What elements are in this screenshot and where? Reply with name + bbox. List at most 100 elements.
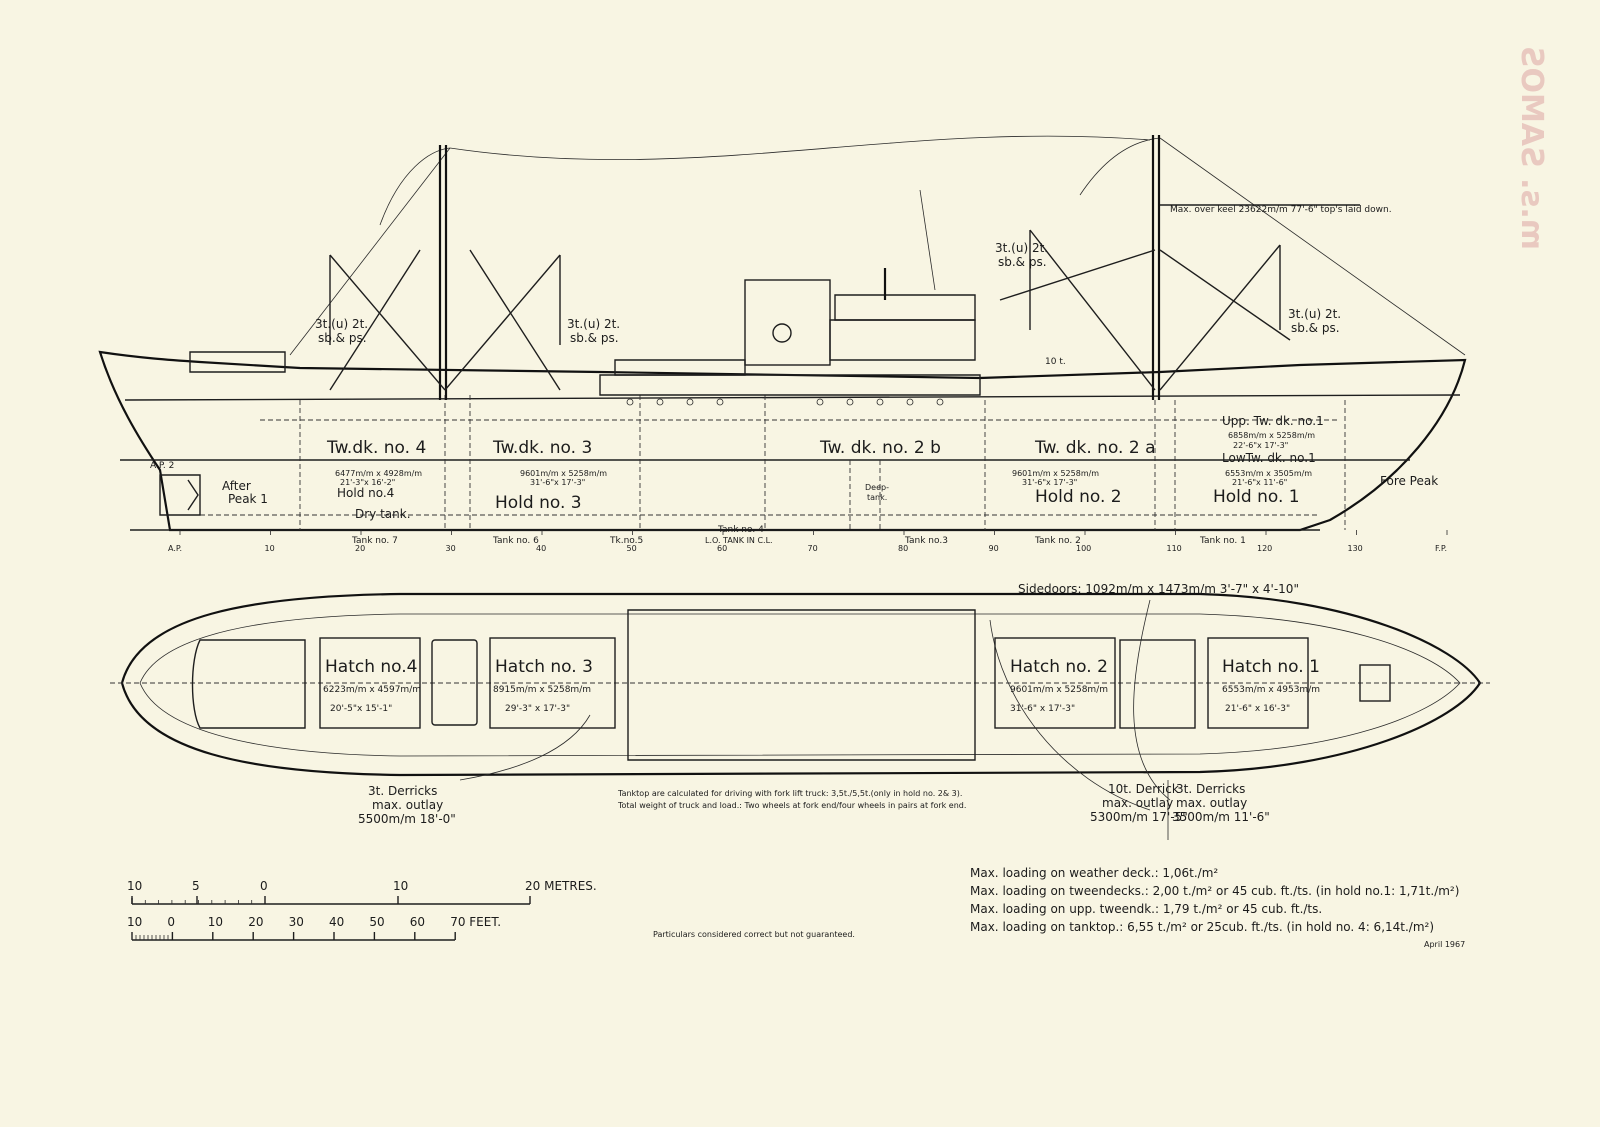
backstay xyxy=(289,147,451,356)
derrick-sub: sb.& ps. xyxy=(570,331,619,345)
sidedoors-note: Sidedoors: 1092m/m x 1473m/m 3'-7" x 4'-… xyxy=(1018,582,1299,596)
derrick-swing-arc xyxy=(1079,137,1161,196)
hold-2-dims-imp: 31'-6"x 17'-3" xyxy=(1022,478,1077,487)
frame-number: 130 xyxy=(1348,544,1363,553)
windlass xyxy=(1359,664,1391,702)
frame-number: 20 xyxy=(355,544,365,553)
scale-label: 5 xyxy=(192,879,200,893)
loading-tanktop: Max. loading on tanktop.: 6,55 t./m² or … xyxy=(970,920,1434,934)
derrick-note-line: 3t. Derricks xyxy=(1176,782,1245,796)
hold-3-dims-imp: 31'-6"x 17'-3" xyxy=(530,478,585,487)
upper-tweendeck-1-dims-imp: 22'-6"x 17'-3" xyxy=(1233,441,1288,450)
frame-number: A.P. xyxy=(168,544,182,553)
hold-2-dims: 9601m/m x 5258m/m xyxy=(1012,469,1099,478)
hatch-4: Hatch no.4 xyxy=(325,657,418,677)
derrick-note-line: 5500m/m 18'-0" xyxy=(358,812,456,826)
derrick-sub: sb.& ps. xyxy=(998,255,1047,269)
loading-upper-tweendeck: Max. loading on upp. tweendk.: 1,79 t./m… xyxy=(970,902,1322,916)
derrick-note-line: 3500m/m 11'-6" xyxy=(1172,810,1270,824)
derrick-label: 3t.(u) 2t. xyxy=(995,241,1048,255)
hatch-1-dims: 6553m/m x 4953m/m xyxy=(1222,685,1320,695)
derrick-arc xyxy=(459,714,591,781)
aerial xyxy=(919,189,936,291)
hatch-1: Hatch no. 1 xyxy=(1222,657,1320,677)
hatch-3-dims: 8915m/m x 5258m/m xyxy=(493,685,591,695)
portholes xyxy=(626,398,944,406)
frame-number: F.P. xyxy=(1435,544,1447,553)
fore-mast xyxy=(1151,135,1161,400)
hatch-4-dims: 6223m/m x 4597m/m xyxy=(323,685,421,695)
derricks xyxy=(329,229,1291,391)
derrick-sub: sb.& ps. xyxy=(1291,321,1340,335)
derrick-label: 3t.(u) 2t. xyxy=(1288,307,1341,321)
frame-number: 30 xyxy=(446,544,456,553)
hatch-2: Hatch no. 2 xyxy=(1010,657,1108,677)
hatch-4-imp: 20'-5"x 15'-1" xyxy=(330,704,392,714)
watermark: m.s. SAMOS xyxy=(1514,46,1549,250)
hull-outline xyxy=(98,350,1467,532)
lo-tank: L.O. TANK IN C.L. xyxy=(705,536,773,545)
midship-house xyxy=(599,374,981,396)
forestay xyxy=(1159,137,1466,356)
rudder xyxy=(159,474,201,516)
hold-3: Hold no. 3 xyxy=(495,493,582,513)
after-peak: After xyxy=(222,479,251,493)
frame-number: 10 xyxy=(265,544,275,553)
hold-2: Hold no. 2 xyxy=(1035,487,1122,507)
lifeboat xyxy=(614,359,746,376)
tank-1: Tank no. 1 xyxy=(1199,536,1246,546)
wheelhouse xyxy=(834,294,976,321)
scale-label: 70 FEET. xyxy=(450,915,501,929)
deep-tank: Deep- xyxy=(865,483,889,492)
frame-number: 110 xyxy=(1167,544,1182,553)
derrick-label: 3t.(u) 2t. xyxy=(315,317,368,331)
scale-label: 20 xyxy=(248,915,263,929)
tweendeck-2a: Tw. dk. no. 2 a xyxy=(1034,438,1156,458)
fore-peak: Fore Peak xyxy=(1380,474,1438,488)
frame-number: 100 xyxy=(1076,544,1091,553)
after-peak-sub: Peak 1 xyxy=(228,492,268,506)
frame-number: 70 xyxy=(808,544,818,553)
derrick-note-line: max. outlay xyxy=(1102,796,1173,810)
funnel-emblem-icon xyxy=(772,323,792,343)
main-deck-line xyxy=(124,394,1461,401)
drawing-date: April 1967 xyxy=(1424,940,1465,949)
derrick-note-line: 10t. Derrick xyxy=(1108,782,1179,796)
scale-label: 40 xyxy=(329,915,344,929)
derrick-note-line: max. outlay xyxy=(1176,796,1247,810)
tweendeck-3: Tw.dk. no. 3 xyxy=(492,438,592,458)
hold-1-dims: 6553m/m x 3505m/m xyxy=(1225,469,1312,478)
poop-deck-house xyxy=(191,639,306,729)
upper-tweendeck-1-dims: 6858m/m x 5258m/m xyxy=(1228,431,1315,440)
hatch-3-cover xyxy=(489,637,616,729)
scale-label: 10 xyxy=(127,879,142,893)
hatch-3: Hatch no. 3 xyxy=(495,657,593,677)
bulwark-line xyxy=(139,613,1461,757)
lower-tweendeck-1: LowTw. dk. no.1 xyxy=(1222,451,1316,465)
tank-3: Tank no.3 xyxy=(904,536,948,546)
hold-4-dims-imp: 21'-3"x 16'-2" xyxy=(340,478,395,487)
upper-tweendeck-1: Upp. Tw. dk. no.1 xyxy=(1222,414,1324,428)
derrick-note-aft: 3t. Derricks max. outlay 5500m/m 18'-0" xyxy=(358,784,456,826)
ap2-label: A.P. 2 xyxy=(150,461,174,471)
hold-4-dims: 6477m/m x 4928m/m xyxy=(335,469,422,478)
frame-number: 80 xyxy=(898,544,908,553)
tanktop-note-2: Total weight of truck and load.: Two whe… xyxy=(617,801,966,810)
derrick-note-line: max. outlay xyxy=(372,798,443,812)
scale-label: 10 xyxy=(127,915,142,929)
derrick-arc xyxy=(989,619,1151,811)
tanktop-note-1: Tanktop are calculated for driving with … xyxy=(617,789,962,798)
scale-label: 50 xyxy=(369,915,384,929)
scale-label: 30 xyxy=(289,915,304,929)
scale-label: 10 xyxy=(393,879,408,893)
frame-number: 120 xyxy=(1257,544,1272,553)
tank-7: Tank no. 7 xyxy=(351,536,398,546)
derrick-label: 3t.(u) 2t. xyxy=(567,317,620,331)
bulkheads xyxy=(299,395,1346,530)
hatch-4-cover xyxy=(319,637,421,729)
topping-stay xyxy=(449,135,1151,161)
derrick-arc xyxy=(1133,599,1171,801)
